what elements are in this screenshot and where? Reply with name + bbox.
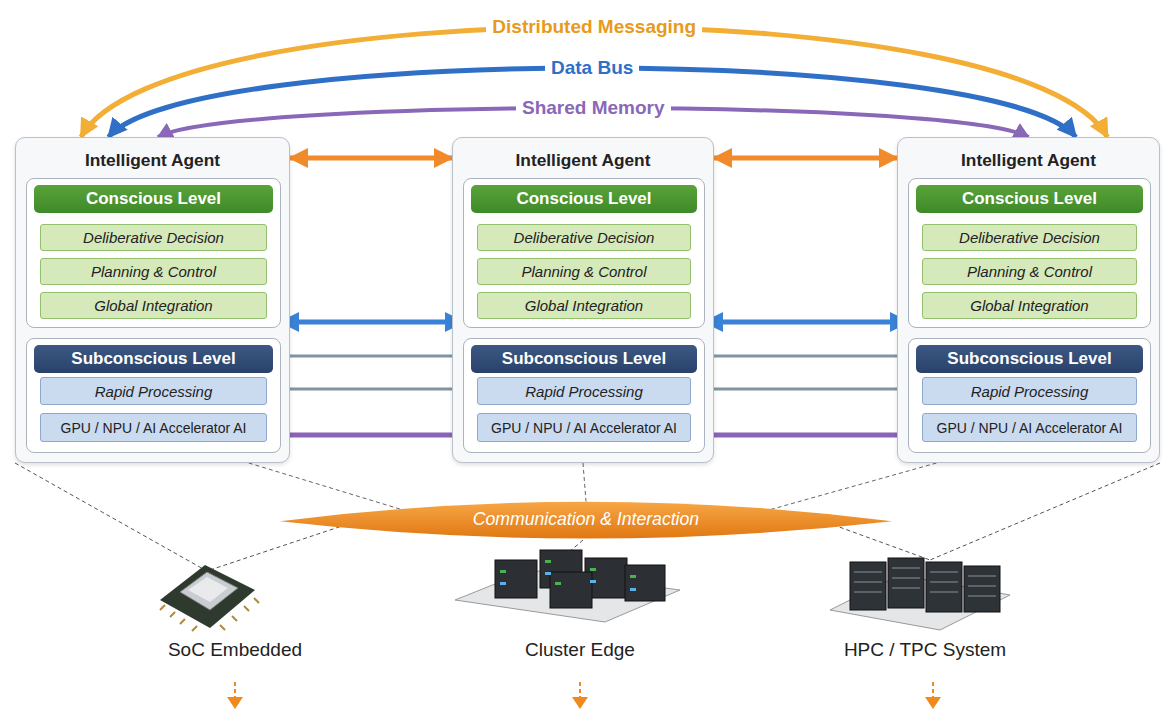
agent-box: Intelligent AgentConscious LevelDelibera… [452, 137, 714, 463]
box-label: Planning & Control [521, 263, 646, 280]
box-label: Planning & Control [91, 263, 216, 280]
level-header: Conscious Level [471, 185, 697, 213]
subconscious-panel: Subconscious LevelRapid ProcessingGPU / … [26, 338, 281, 453]
link-arrow [267, 433, 477, 438]
function-box: Planning & Control [40, 258, 267, 285]
system-label: SoC Embedded [168, 639, 302, 661]
function-box: Global Integration [922, 292, 1137, 319]
box-label: Deliberative Decision [959, 229, 1100, 246]
level-header: Subconscious Level [916, 345, 1143, 373]
box-label: Deliberative Decision [514, 229, 655, 246]
box-label: GPU / NPU / AI Accelerator AI [491, 420, 677, 436]
bus-label: Shared Memory [516, 97, 671, 119]
function-box: Rapid Processing [40, 377, 267, 405]
conscious-panel: Conscious LevelDeliberative DecisionPlan… [908, 178, 1151, 328]
box-label: Planning & Control [967, 263, 1092, 280]
link-arrow [267, 388, 477, 391]
bus-label: Data Bus [545, 57, 639, 79]
link-arrow [281, 355, 463, 358]
conscious-panel: Conscious LevelDeliberative DecisionPlan… [463, 178, 705, 328]
agent-title: Intelligent Agent [16, 150, 289, 171]
edge-cluster [455, 550, 680, 622]
dashed-link [770, 463, 937, 510]
link-arrow [705, 355, 908, 358]
box-label: Rapid Processing [95, 383, 213, 400]
function-box: Deliberative Decision [40, 224, 267, 251]
communication-band: Communication & Interaction [280, 496, 892, 542]
function-box: Rapid Processing [922, 377, 1137, 405]
link-arrow [290, 156, 452, 161]
level-header: Subconscious Level [34, 345, 273, 373]
link-arrow [705, 320, 908, 325]
link-arrow [281, 320, 463, 325]
system-label: Cluster Edge [525, 639, 635, 661]
function-box: Rapid Processing [477, 377, 691, 405]
accelerator-box: GPU / NPU / AI Accelerator AI [477, 413, 691, 442]
box-label: Deliberative Decision [83, 229, 224, 246]
box-label: Global Integration [970, 297, 1088, 314]
agent-box: Intelligent AgentConscious LevelDelibera… [897, 137, 1160, 463]
link-arrow [691, 433, 922, 438]
subconscious-panel: Subconscious LevelRapid ProcessingGPU / … [463, 338, 705, 453]
box-label: GPU / NPU / AI Accelerator AI [61, 420, 247, 436]
subconscious-panel: Subconscious LevelRapid ProcessingGPU / … [908, 338, 1151, 453]
level-header: Conscious Level [34, 185, 273, 213]
function-box: Global Integration [477, 292, 691, 319]
function-box: Deliberative Decision [477, 224, 691, 251]
function-box: Deliberative Decision [922, 224, 1137, 251]
system-label: HPC / TPC System [844, 639, 1006, 661]
accelerator-box: GPU / NPU / AI Accelerator AI [922, 413, 1137, 442]
function-box: Planning & Control [477, 258, 691, 285]
box-label: Global Integration [525, 297, 643, 314]
bus-label: Distributed Messaging [486, 16, 702, 38]
soc-chip [160, 565, 259, 631]
dashed-guide-lines [15, 463, 1160, 570]
agent-box: Intelligent AgentConscious LevelDelibera… [15, 137, 290, 463]
link-arrow [691, 388, 922, 391]
dashed-link [249, 463, 403, 510]
agent-title: Intelligent Agent [898, 150, 1159, 171]
bus-arc [81, 27, 1107, 137]
link-arrow [714, 156, 897, 161]
accelerator-box: GPU / NPU / AI Accelerator AI [40, 413, 267, 442]
box-label: GPU / NPU / AI Accelerator AI [937, 420, 1123, 436]
box-label: Communication & Interaction [280, 496, 892, 542]
level-header: Subconscious Level [471, 345, 697, 373]
agent-title: Intelligent Agent [453, 150, 713, 171]
hpc-system [830, 558, 1010, 630]
box-label: Global Integration [94, 297, 212, 314]
box-label: Rapid Processing [525, 383, 643, 400]
conscious-panel: Conscious LevelDeliberative DecisionPlan… [26, 178, 281, 328]
level-header: Conscious Level [916, 185, 1143, 213]
box-label: Rapid Processing [971, 383, 1089, 400]
function-box: Planning & Control [922, 258, 1137, 285]
down-arrows [227, 682, 941, 709]
function-box: Global Integration [40, 292, 267, 319]
dashed-link [583, 463, 586, 502]
